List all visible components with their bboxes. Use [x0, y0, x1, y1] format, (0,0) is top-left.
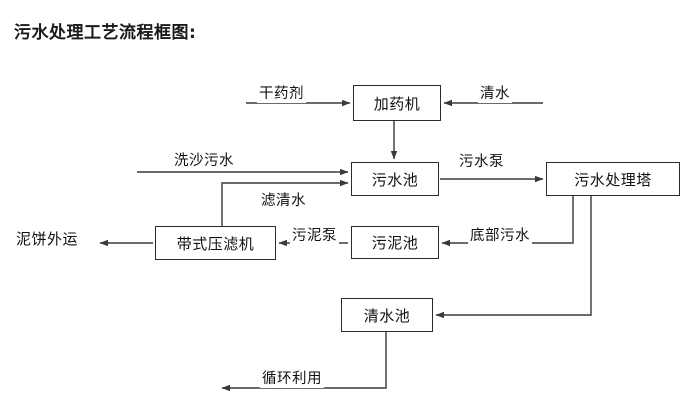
- edge-clearwater-pool-recycle: [221, 332, 387, 392]
- node-belt-filter-press[interactable]: 带式压滤机: [155, 226, 276, 260]
- edge-label-filtered-water: 滤清水: [259, 189, 308, 210]
- edge-label-sludge-pump: 污泥泵: [290, 224, 339, 245]
- edge-label-sand-wash-water: 洗沙污水: [172, 149, 236, 170]
- node-wastewater-pool[interactable]: 污水池: [351, 162, 439, 196]
- node-dosing-machine[interactable]: 加药机: [353, 85, 441, 121]
- edge-label-clean-water: 清水: [478, 82, 512, 103]
- node-label: 污泥池: [371, 234, 419, 252]
- edge-label-bottom-wastewater: 底部污水: [468, 224, 532, 245]
- edge-label-dry-chemical: 干药剂: [257, 82, 306, 103]
- node-treatment-tower[interactable]: 污水处理塔: [546, 162, 680, 196]
- node-label: 污水池: [371, 170, 419, 189]
- node-sludge-pool[interactable]: 污泥池: [351, 226, 439, 259]
- page-title: 污水处理工艺流程框图:: [14, 23, 197, 43]
- edge-label-wastewater-pump: 污水泵: [457, 150, 506, 171]
- node-label: 带式压滤机: [176, 234, 255, 253]
- node-label: 清水池: [363, 306, 411, 325]
- node-clear-water-pool[interactable]: 清水池: [341, 298, 433, 332]
- edge-label-recycle-reuse: 循环利用: [260, 367, 324, 388]
- terminal-label-mud-cake-out: 泥饼外运: [16, 230, 79, 248]
- node-label: 加药机: [373, 94, 421, 113]
- edge-tower-to-clearwater-pool: [435, 196, 592, 319]
- edge-filtered-water-to-wastewater-pool: [221, 179, 349, 226]
- node-label: 污水处理塔: [574, 170, 652, 189]
